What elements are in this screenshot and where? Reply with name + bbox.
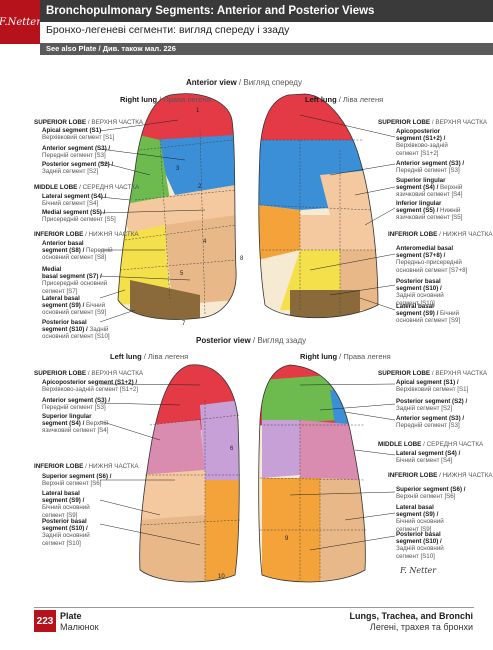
label-anterior-s3: Anterior segment (S3) /Передній сегмент … [42,145,111,160]
label-apical-s1: Apical segment (S1)Верхівковий сегмент [… [42,127,115,142]
segment-number-3: 3 [176,166,180,172]
label-post-right-anterior-s3: Anterior segment (S3) /Передній сегмент … [396,415,465,430]
page-header: F.Netter Bronchopulmonary Segments: Ante… [0,0,493,56]
segment-number-7: 7 [182,321,186,327]
label-post-superior-s6: Superior segment (S6) /Верхній сегмент [… [42,473,112,488]
segment-number-8: 8 [240,256,244,262]
anterior-left-inferior-lobe-heading: INFERIOR LOBE / НИЖНЯ ЧАСТКА [388,231,493,238]
segment-number-10: 10 [218,574,225,580]
page-subtitle: Бронхо-легеневі сегменти: вигляд спереду… [46,24,290,36]
page-title: Bronchopulmonary Segments: Anterior and … [40,0,493,22]
anterior-inferior-lobe-heading: INFERIOR LOBE / НИЖНЯ ЧАСТКА [34,231,139,238]
label-posterior-s2: Posterior segment (S2) /Задній сегмент [… [42,161,114,176]
chapter-title-uk: Легені, трахея та бронхи [369,622,473,632]
posterior-inferior-lobe-heading: INFERIOR LOBE / НИЖНЯ ЧАСТКА [34,463,139,470]
segment-number-2: 2 [198,184,202,190]
segment-number-9: 9 [285,536,289,542]
chapter-title: Lungs, Trachea, and Bronchi [349,611,473,621]
label-post-posterior-s2: Posterior segment (S2) /Задній сегмент [… [396,398,468,413]
anterior-superior-lobe-heading: SUPERIOR LOBE / ВЕРХНЯ ЧАСТКА [34,119,144,126]
plate-label: Plate [60,611,82,621]
segment-number-6: 6 [230,446,234,452]
posterior-superior-lobe-heading: SUPERIOR LOBE / ВЕРХНЯ ЧАСТКА [34,370,144,377]
label-post-apical-s1: Apical segment (S1) /Верхівковий сегмент… [396,379,469,394]
posterior-view-title: Posterior view / Вигляд ззаду [196,336,307,345]
label-left-anterior-s3: Anterior segment (S3) /Передній сегмент … [396,160,465,175]
plate-number: 223 [34,610,56,632]
posterior-right-lung-label: Right lung / Права легеня [300,352,391,361]
posterior-left-lung [139,364,240,582]
label-post-lateral-s4: Lateral segment (S4) /Бічний сегмент [S4… [396,450,461,465]
posterior-right-superior-lobe-heading: SUPERIOR LOBE / ВЕРХНЯ ЧАСТКА [378,370,488,377]
anterior-view-title: Anterior view / Вигляд спереду [186,78,302,87]
label-lateral-s4: Lateral segment (S4) /Бічний сегмент [S4… [42,193,107,208]
anterior-left-lung-label: Left lung / Ліва легеня [305,95,384,104]
label-post-right-superior-s6: Superior segment (S6) /Верхній сегмент [… [396,486,466,501]
posterior-right-inferior-lobe-heading: INFERIOR LOBE / НИЖНЯ ЧАСТКА [388,472,493,479]
netter-logo: F.Netter [0,0,41,44]
label-medial-s5: Medial segment (S5) /Присередній сегмент… [42,209,116,224]
anterior-right-lung-label: Right lung / Права легеня [120,95,211,104]
label-post-anterior-s3: Anterior segment (S3) /Передній сегмент … [42,397,111,412]
footer-divider [34,607,474,608]
segment-number-5: 5 [180,271,184,277]
posterior-left-lung-label: Left lung / Ліва легеня [110,352,189,361]
posterior-middle-lobe-heading: MIDDLE LOBE / СЕРЕДНЯ ЧАСТКА [378,441,484,448]
segment-number-4: 4 [203,239,207,245]
anterior-left-superior-lobe-heading: SUPERIOR LOBE / ВЕРХНЯ ЧАСТКА [378,119,488,126]
posterior-right-lung [258,365,366,582]
anterior-middle-lobe-heading: MIDDLE LOBE / СЕРЕДНЯ ЧАСТКА [34,184,140,191]
see-also-link[interactable]: See also Plate / Див. також мал. 226 [40,43,493,55]
artist-signature: F. Netter [400,566,437,575]
label-post-apicoposterior-s1-2: Apicoposterior segment (S1+2) /Верхівков… [42,379,139,394]
segment-number-1: 1 [196,108,200,114]
plate-label-uk: Малюнок [60,622,99,632]
